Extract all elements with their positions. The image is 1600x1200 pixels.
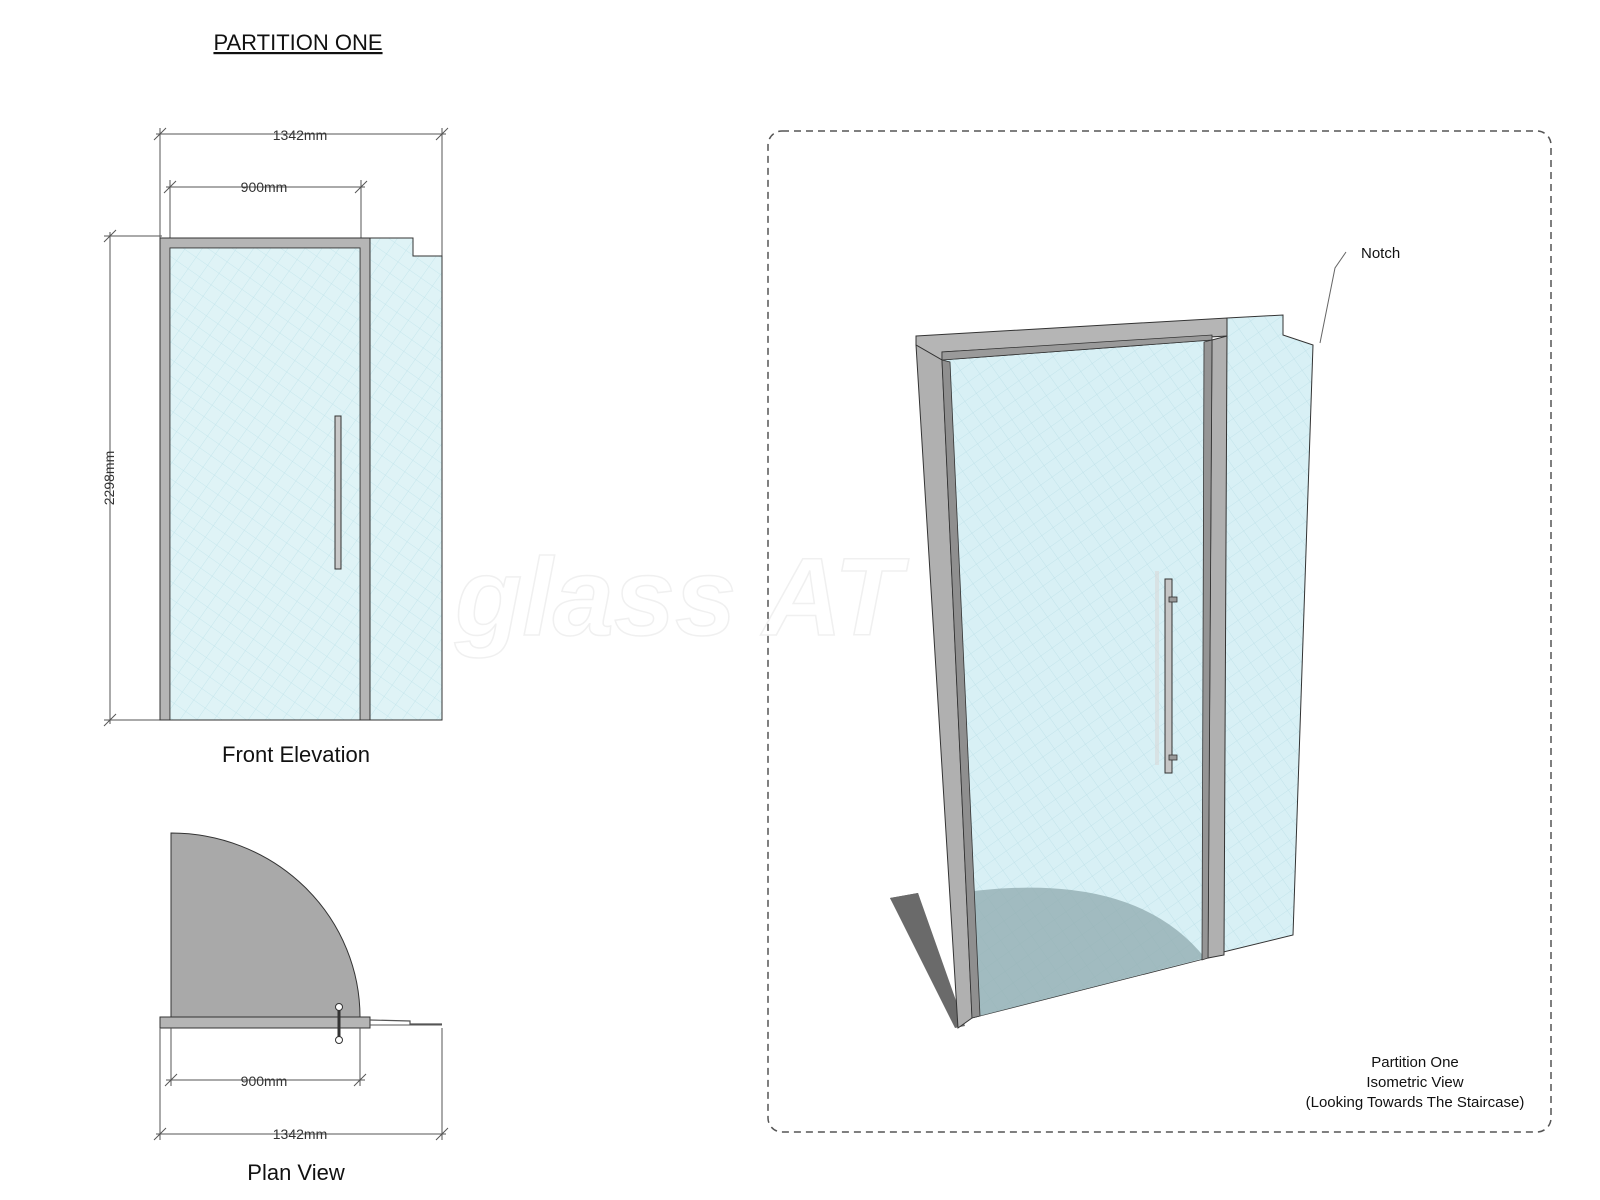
- fixed-glass-panel: [369, 237, 443, 721]
- plan-frame: [159, 1016, 371, 1029]
- front-elevation-caption: Front Elevation: [222, 742, 370, 767]
- notch-leader-line: [1319, 251, 1347, 344]
- door-swing-area: [170, 832, 361, 1018]
- dimension-overall-width-label: 1342mm: [273, 127, 327, 143]
- plan-dimension-door-width: [164, 1028, 367, 1087]
- isometric-caption-line1: Partition One: [1371, 1054, 1459, 1071]
- front-elevation-drawing: 1342mm 900mm 2298mm: [101, 127, 449, 727]
- dimension-height-label: 2298mm: [101, 451, 117, 505]
- sheet-title: PARTITION ONE: [213, 30, 382, 55]
- plan-dimension-overall-width: [153, 1028, 449, 1141]
- door-handle: [334, 415, 342, 570]
- plan-view-caption: Plan View: [247, 1160, 345, 1185]
- dimension-door-width-label: 900mm: [241, 179, 288, 195]
- iso-swing-shadow: [966, 887, 1205, 1018]
- dimension-overall-width: [153, 127, 449, 258]
- door-glass: [169, 247, 361, 721]
- notch-label: Notch: [1361, 245, 1400, 262]
- iso-door-handle: [1164, 578, 1173, 774]
- plan-dimension-overall-width-label: 1342mm: [273, 1126, 327, 1142]
- isometric-caption-line3: (Looking Towards The Staircase): [1306, 1094, 1525, 1111]
- dimension-height: [103, 229, 162, 727]
- plan-fixed-panel: [369, 1019, 442, 1025]
- plan-view-drawing: 900mm 1342mm: [153, 832, 449, 1142]
- isometric-drawing: [890, 251, 1347, 1029]
- isometric-view-border: [767, 130, 1552, 1133]
- dimension-door-width: [163, 180, 368, 240]
- plan-dimension-door-width-label: 900mm: [241, 1073, 288, 1089]
- isometric-caption-line2: Isometric View: [1366, 1074, 1463, 1091]
